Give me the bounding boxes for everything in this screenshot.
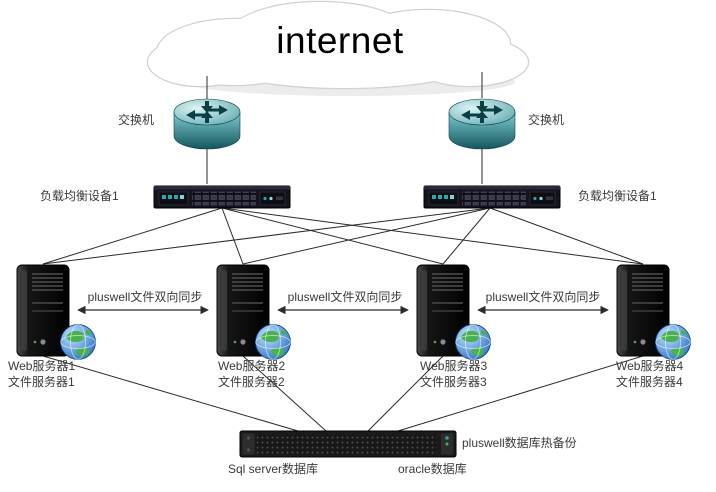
internet-label: internet: [276, 20, 404, 61]
internet-cloud-shape: [146, 0, 530, 96]
server-4-label-line2: 文件服务器4: [616, 375, 683, 389]
load-balancer-left-icon: [153, 185, 291, 209]
server-1-label: Web服务器1 文件服务器1: [8, 358, 75, 390]
oracle-db-label: oracle数据库: [398, 462, 467, 476]
server-1-label-line2: 文件服务器1: [8, 375, 75, 389]
server-4-label-line1: Web服务器4: [616, 359, 684, 373]
server-2-label: Web服务器2 文件服务器2: [218, 358, 285, 390]
switch-left-icon: [173, 98, 241, 150]
lb-right-label: 负载均衡设备1: [578, 189, 657, 203]
globe-icon-2: [255, 324, 291, 360]
server-2-label-line2: 文件服务器2: [218, 375, 285, 389]
globe-icon-4: [655, 324, 691, 360]
switch-right-label: 交换机: [528, 113, 565, 127]
sync-label-1: pluswell文件双向同步: [87, 290, 203, 304]
sync-label-3: pluswell文件双向同步: [485, 290, 601, 304]
sql-db-label: Sql server数据库: [228, 462, 319, 476]
server-3-label-line1: Web服务器3: [420, 359, 488, 373]
server-1-label-line1: Web服务器1: [8, 359, 76, 373]
server-2-label-line1: Web服务器2: [218, 359, 286, 373]
load-balancer-right-icon: [423, 185, 561, 209]
server-3-label-line2: 文件服务器3: [420, 375, 487, 389]
connection-lines: [42, 72, 644, 432]
server-3-label: Web服务器3 文件服务器3: [420, 358, 487, 390]
globe-icon-3: [455, 324, 491, 360]
switch-left-label: 交换机: [118, 113, 155, 127]
db-hot-backup-label: pluswell数据库热备份: [462, 436, 577, 450]
sync-label-2: pluswell文件双向同步: [287, 290, 403, 304]
database-rack-icon: [239, 430, 457, 458]
globe-icon-1: [60, 324, 96, 360]
switch-right-icon: [448, 98, 516, 150]
server-4-label: Web服务器4 文件服务器4: [616, 358, 683, 390]
lb-left-label: 负载均衡设备1: [40, 189, 119, 203]
